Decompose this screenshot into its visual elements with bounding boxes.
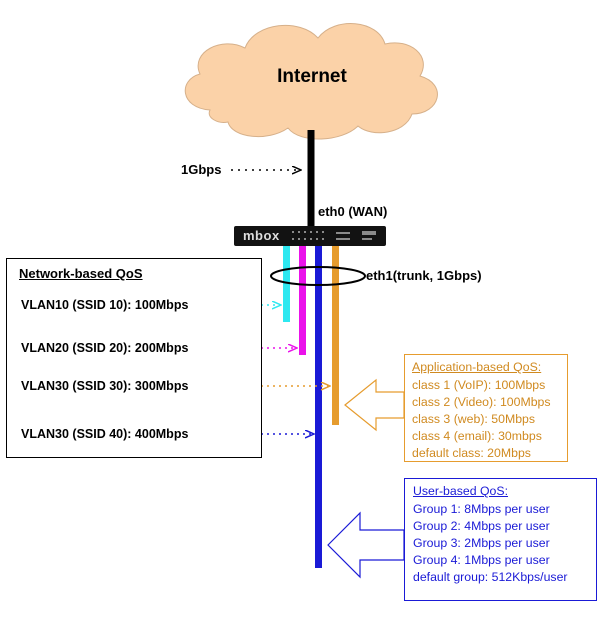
application-qos-line: class 3 (web): 50Mbps <box>412 412 536 426</box>
user-qos-line: Group 4: 1Mbps per user <box>413 553 550 567</box>
vlan30-line <box>332 246 339 425</box>
internet-label: Internet <box>277 66 347 87</box>
network-qos-title: Network-based QoS <box>19 266 143 281</box>
application-qos-title: Application-based QoS: <box>412 360 542 374</box>
application-qos-line: class 4 (email): 30mbps <box>412 429 542 443</box>
device-leds <box>292 231 376 240</box>
user-qos-box <box>404 478 597 601</box>
application-qos-line: default class: 20Mbps <box>412 446 531 460</box>
vlan-label: VLAN10 (SSID 10): 100Mbps <box>21 298 189 312</box>
vlan40-line <box>315 246 322 568</box>
vlan-label: VLAN30 (SSID 40): 400Mbps <box>21 427 189 441</box>
user-qos-pointer <box>327 511 405 579</box>
vlan20-line <box>299 246 306 355</box>
application-qos-line: class 2 (Video): 100Mbps <box>412 395 551 409</box>
mbox-device <box>234 226 386 246</box>
user-qos-line: default group: 512Kbps/user <box>413 570 568 584</box>
application-qos-box <box>404 354 568 462</box>
application-qos-pointer <box>344 378 405 432</box>
user-qos-title: User-based QoS: <box>413 484 509 498</box>
eth1-label: eth1(trunk, 1Gbps) <box>366 268 482 283</box>
network-qos-box <box>6 258 262 458</box>
vlan10-line <box>283 246 290 322</box>
mbox-logo: mbox <box>243 228 280 243</box>
trunk-ellipse <box>270 266 366 286</box>
application-qos-line: class 1 (VoIP): 100Mbps <box>412 378 546 392</box>
user-qos-line: Group 3: 2Mbps per user <box>413 536 550 550</box>
vlan-label: VLAN20 (SSID 20): 200Mbps <box>21 341 189 355</box>
vlan-label: VLAN30 (SSID 30): 300Mbps <box>21 379 189 393</box>
user-qos-line: Group 1: 8Mbps per user <box>413 502 550 516</box>
user-qos-line: Group 2: 4Mbps per user <box>413 519 550 533</box>
wan-speed-label: 1Gbps <box>181 162 222 177</box>
internet-cloud <box>184 23 438 140</box>
eth0-label: eth0 (WAN) <box>318 204 388 219</box>
